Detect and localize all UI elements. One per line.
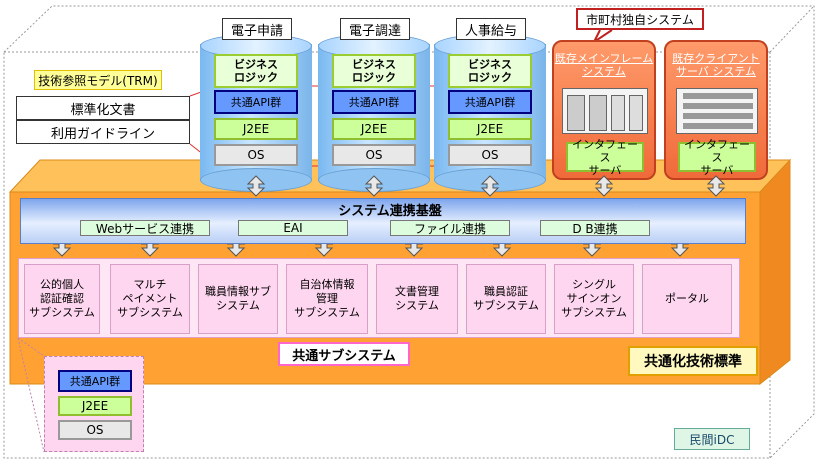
j2ee-layer: J2EE [332,118,416,140]
common-api-layer: 共通API群 [448,90,532,114]
stack-common-api-text: 共通API群 [69,375,121,388]
stack-j2ee: J2EE [58,396,132,416]
j2ee-text: J2EE [476,122,504,136]
business-logic-layer: ビジネス ロジック [214,54,298,88]
subsystem-document-mgmt-text: 文書管理 システム [395,285,439,312]
stack-os-text: OS [86,423,104,437]
cylinder-title: 電子申請 [222,18,292,40]
stack-common-api: 共通API群 [58,370,132,392]
common-api-layer: 共通API群 [214,90,298,114]
link-web-services-text: Webサービス連携 [95,221,195,236]
stack-j2ee-text: J2EE [81,399,109,413]
mainframe-system-title: 既存メインフレーム システム [554,52,654,78]
business-logic-layer: ビジネス ロジック [332,54,416,88]
subsystem-sso: シングル サインオン サブシステム [554,264,634,334]
subsystem-multi-payment-text: マルチ ペイメント サブシステム [117,278,183,319]
trm-item-standard-docs: 標準化文書 [16,96,190,120]
os-layer: OS [214,144,298,166]
trm-title-text: 技術参照モデル(TRM) [38,73,158,88]
idc-label-text: 民間iDC [689,432,735,447]
mainframe-system: 既存メインフレーム システム インタフェース サーバ [552,40,656,180]
j2ee-text: J2EE [360,122,388,136]
cylinder-title-text: 電子申請 [230,23,283,39]
subsystem-municipal-info-text: 自治体情報 管理 サブシステム [294,278,360,319]
client-server-system-title: 既存クライアント サーバ システム [672,52,760,78]
j2ee-layer: J2EE [448,118,532,140]
idc-label: 民間iDC [674,428,750,450]
trm-item-guideline-text: 利用ガイドライン [50,126,155,142]
common-standard-label-text: 共通化技術標準 [644,354,742,370]
subsystem-portal: ポータル [642,264,732,334]
os-layer: OS [448,144,532,166]
cylinder-title-text: 電子調達 [348,23,401,39]
common-api-layer: 共通API群 [332,90,416,114]
platform-title: システム連携基盤 [300,200,480,219]
business-logic-layer: ビジネス ロジック [448,54,532,88]
os-text: OS [365,148,383,162]
business-logic-text: ビジネス ロジック [468,58,512,84]
platform-title-text: システム連携基盤 [338,203,442,219]
os-text: OS [247,148,265,162]
subsystem-portal-text: ポータル [665,292,709,305]
trm-item-guideline: 利用ガイドライン [16,120,190,144]
business-logic-text: ビジネス ロジック [352,58,396,84]
subsystem-staff-info-text: 職員情報サブ システム [205,285,271,312]
subsystem-multi-payment: マルチ ペイメント サブシステム [110,264,190,334]
rack-server-image [676,88,758,134]
cylinder-hr-payroll: 人事給与 ビジネス ロジック 共通API群 J2EE OS [434,18,546,192]
subsystem-document-mgmt: 文書管理 システム [376,264,458,334]
link-eai: EAI [238,220,348,236]
link-web-services: Webサービス連携 [80,220,210,236]
j2ee-layer: J2EE [214,118,298,140]
client-server-system: 既存クライアント サーバ システム インタフェース サーバ [664,40,768,180]
common-api-text: 共通API群 [348,96,400,109]
trm-title: 技術参照モデル(TRM) [34,70,162,90]
link-file-text: ファイル連携 [413,221,486,236]
subsystem-public-auth: 公的個人 認証確認 サブシステム [24,264,100,334]
cylinder-e-application: 電子申請 ビジネス ロジック 共通API群 J2EE OS [200,18,312,192]
mainframe-server-image [562,88,648,134]
link-file: ファイル連携 [390,220,510,236]
subsystem-sso-text: シングル サインオン サブシステム [561,278,627,319]
j2ee-text: J2EE [242,122,270,136]
common-subsystem-label: 共通サブシステム [278,342,410,366]
os-layer: OS [332,144,416,166]
common-standard-label: 共通化技術標準 [628,346,758,376]
common-api-text: 共通API群 [464,96,516,109]
municipal-callout: 市町村独自システム [576,8,704,30]
subsystem-public-auth-text: 公的個人 認証確認 サブシステム [29,278,95,319]
subsystem-staff-auth: 職員認証 サブシステム [466,264,546,334]
business-logic-text: ビジネス ロジック [234,58,278,84]
trm-item-standard-docs-text: 標準化文書 [70,102,136,118]
common-api-text: 共通API群 [230,96,282,109]
cylinder-title-text: 人事給与 [464,23,517,39]
stack-os: OS [58,420,132,440]
subsystem-municipal-info: 自治体情報 管理 サブシステム [286,264,368,334]
link-db: D B連携 [540,220,650,236]
subsystem-staff-auth-text: 職員認証 サブシステム [473,285,539,312]
common-subsystem-label-text: 共通サブシステム [292,348,396,364]
subsystem-staff-info: 職員情報サブ システム [198,264,278,334]
cylinder-title: 電子調達 [340,18,410,40]
municipal-callout-text: 市町村独自システム [586,12,694,27]
link-db-text: D B連携 [572,221,618,236]
os-text: OS [481,148,499,162]
cylinder-title: 人事給与 [456,18,526,40]
link-eai-text: EAI [283,221,303,235]
